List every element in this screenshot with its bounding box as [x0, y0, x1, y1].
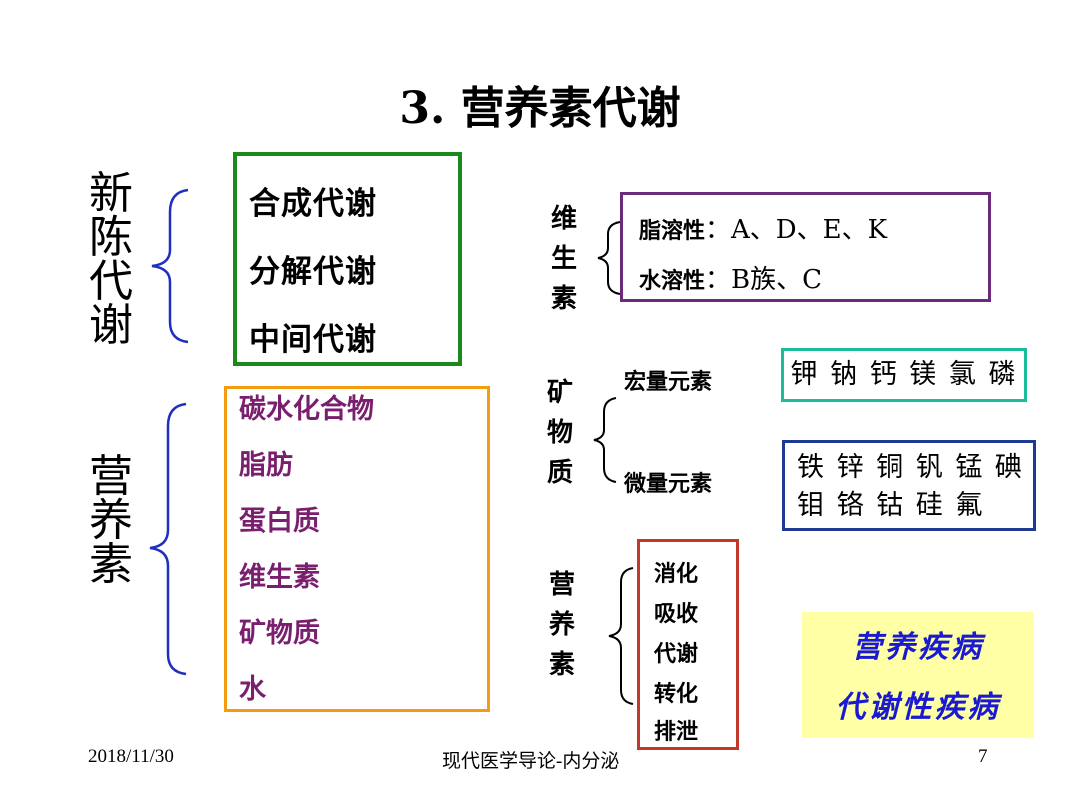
disease-item: 代谢性疾病 — [835, 690, 1001, 725]
minerals-brace — [593, 397, 617, 483]
processes-box: 消化 吸收 代谢 转化 排泄 — [637, 539, 739, 750]
metabolism-item: 合成代谢 — [249, 186, 377, 222]
metabolism-item: 分解代谢 — [249, 254, 377, 290]
macro-elements-label: 宏量元素 — [624, 370, 713, 395]
page-title: 3. 营养素代谢 — [399, 83, 681, 134]
nutrients-brace — [149, 402, 187, 676]
nutrient-item: 脂肪 — [239, 450, 293, 481]
nutrient-item: 维生素 — [239, 562, 320, 593]
footer-course: 现代医学导论-内分泌 — [442, 751, 620, 772]
micro-elements-label: 微量元素 — [624, 472, 713, 497]
minerals-side-label: 矿 物 质 — [546, 378, 573, 488]
nutrient-item: 蛋白质 — [239, 506, 320, 537]
fat-soluble-row: 脂溶性：A、D、E、K — [639, 209, 887, 246]
nutrients-list-box: 碳水化合物 脂肪 蛋白质 维生素 矿物质 水 — [224, 386, 490, 712]
metabolism-side-label: 新 陈 代 谢 — [89, 168, 133, 351]
processes-brace — [608, 567, 634, 705]
water-soluble-label: 水溶性 — [639, 269, 706, 294]
diseases-highlight-box: 营养疾病 代谢性疾病 — [802, 612, 1034, 738]
footer-page-number: 7 — [978, 746, 988, 767]
micro-elements-box: 铁 锌 铜 钒 锰 碘 钼 铬 钴 硅 氟 — [782, 440, 1036, 531]
fat-soluble-value: ：A、D、E、K — [705, 215, 888, 245]
vitamins-box: 脂溶性：A、D、E、K 水溶性：B族、C — [620, 192, 991, 302]
process-item: 排泄 — [654, 720, 699, 745]
footer-date: 2018/11/30 — [88, 746, 174, 767]
nutrient-item: 矿物质 — [239, 618, 320, 649]
micro-elements-line: 铁 锌 铜 钒 锰 碘 — [797, 452, 1024, 483]
process-item: 代谢 — [654, 642, 699, 667]
disease-item: 营养疾病 — [852, 630, 984, 665]
macro-elements-box: 钾 钠 钙 镁 氯 磷 — [781, 348, 1027, 402]
vitamins-brace — [597, 221, 621, 295]
metabolism-types-box: 合成代谢 分解代谢 中间代谢 — [233, 152, 462, 366]
process-item: 消化 — [654, 562, 699, 587]
water-soluble-value: ：B族、C — [705, 265, 823, 295]
metabolism-item: 中间代谢 — [249, 322, 377, 358]
process-item: 吸收 — [654, 602, 699, 627]
nutrient-item: 水 — [239, 674, 266, 705]
process-item: 转化 — [654, 682, 699, 707]
vitamins-side-label: 维 生 素 — [550, 204, 577, 314]
processes-side-label: 营 养 素 — [548, 570, 575, 680]
micro-elements-line: 钼 铬 钴 硅 氟 — [797, 490, 985, 521]
nutrients-side-label: 营 养 素 — [89, 451, 133, 590]
water-soluble-row: 水溶性：B族、C — [639, 259, 822, 296]
fat-soluble-label: 脂溶性 — [639, 219, 706, 244]
metabolism-brace — [151, 188, 189, 344]
nutrient-item: 碳水化合物 — [239, 394, 374, 425]
